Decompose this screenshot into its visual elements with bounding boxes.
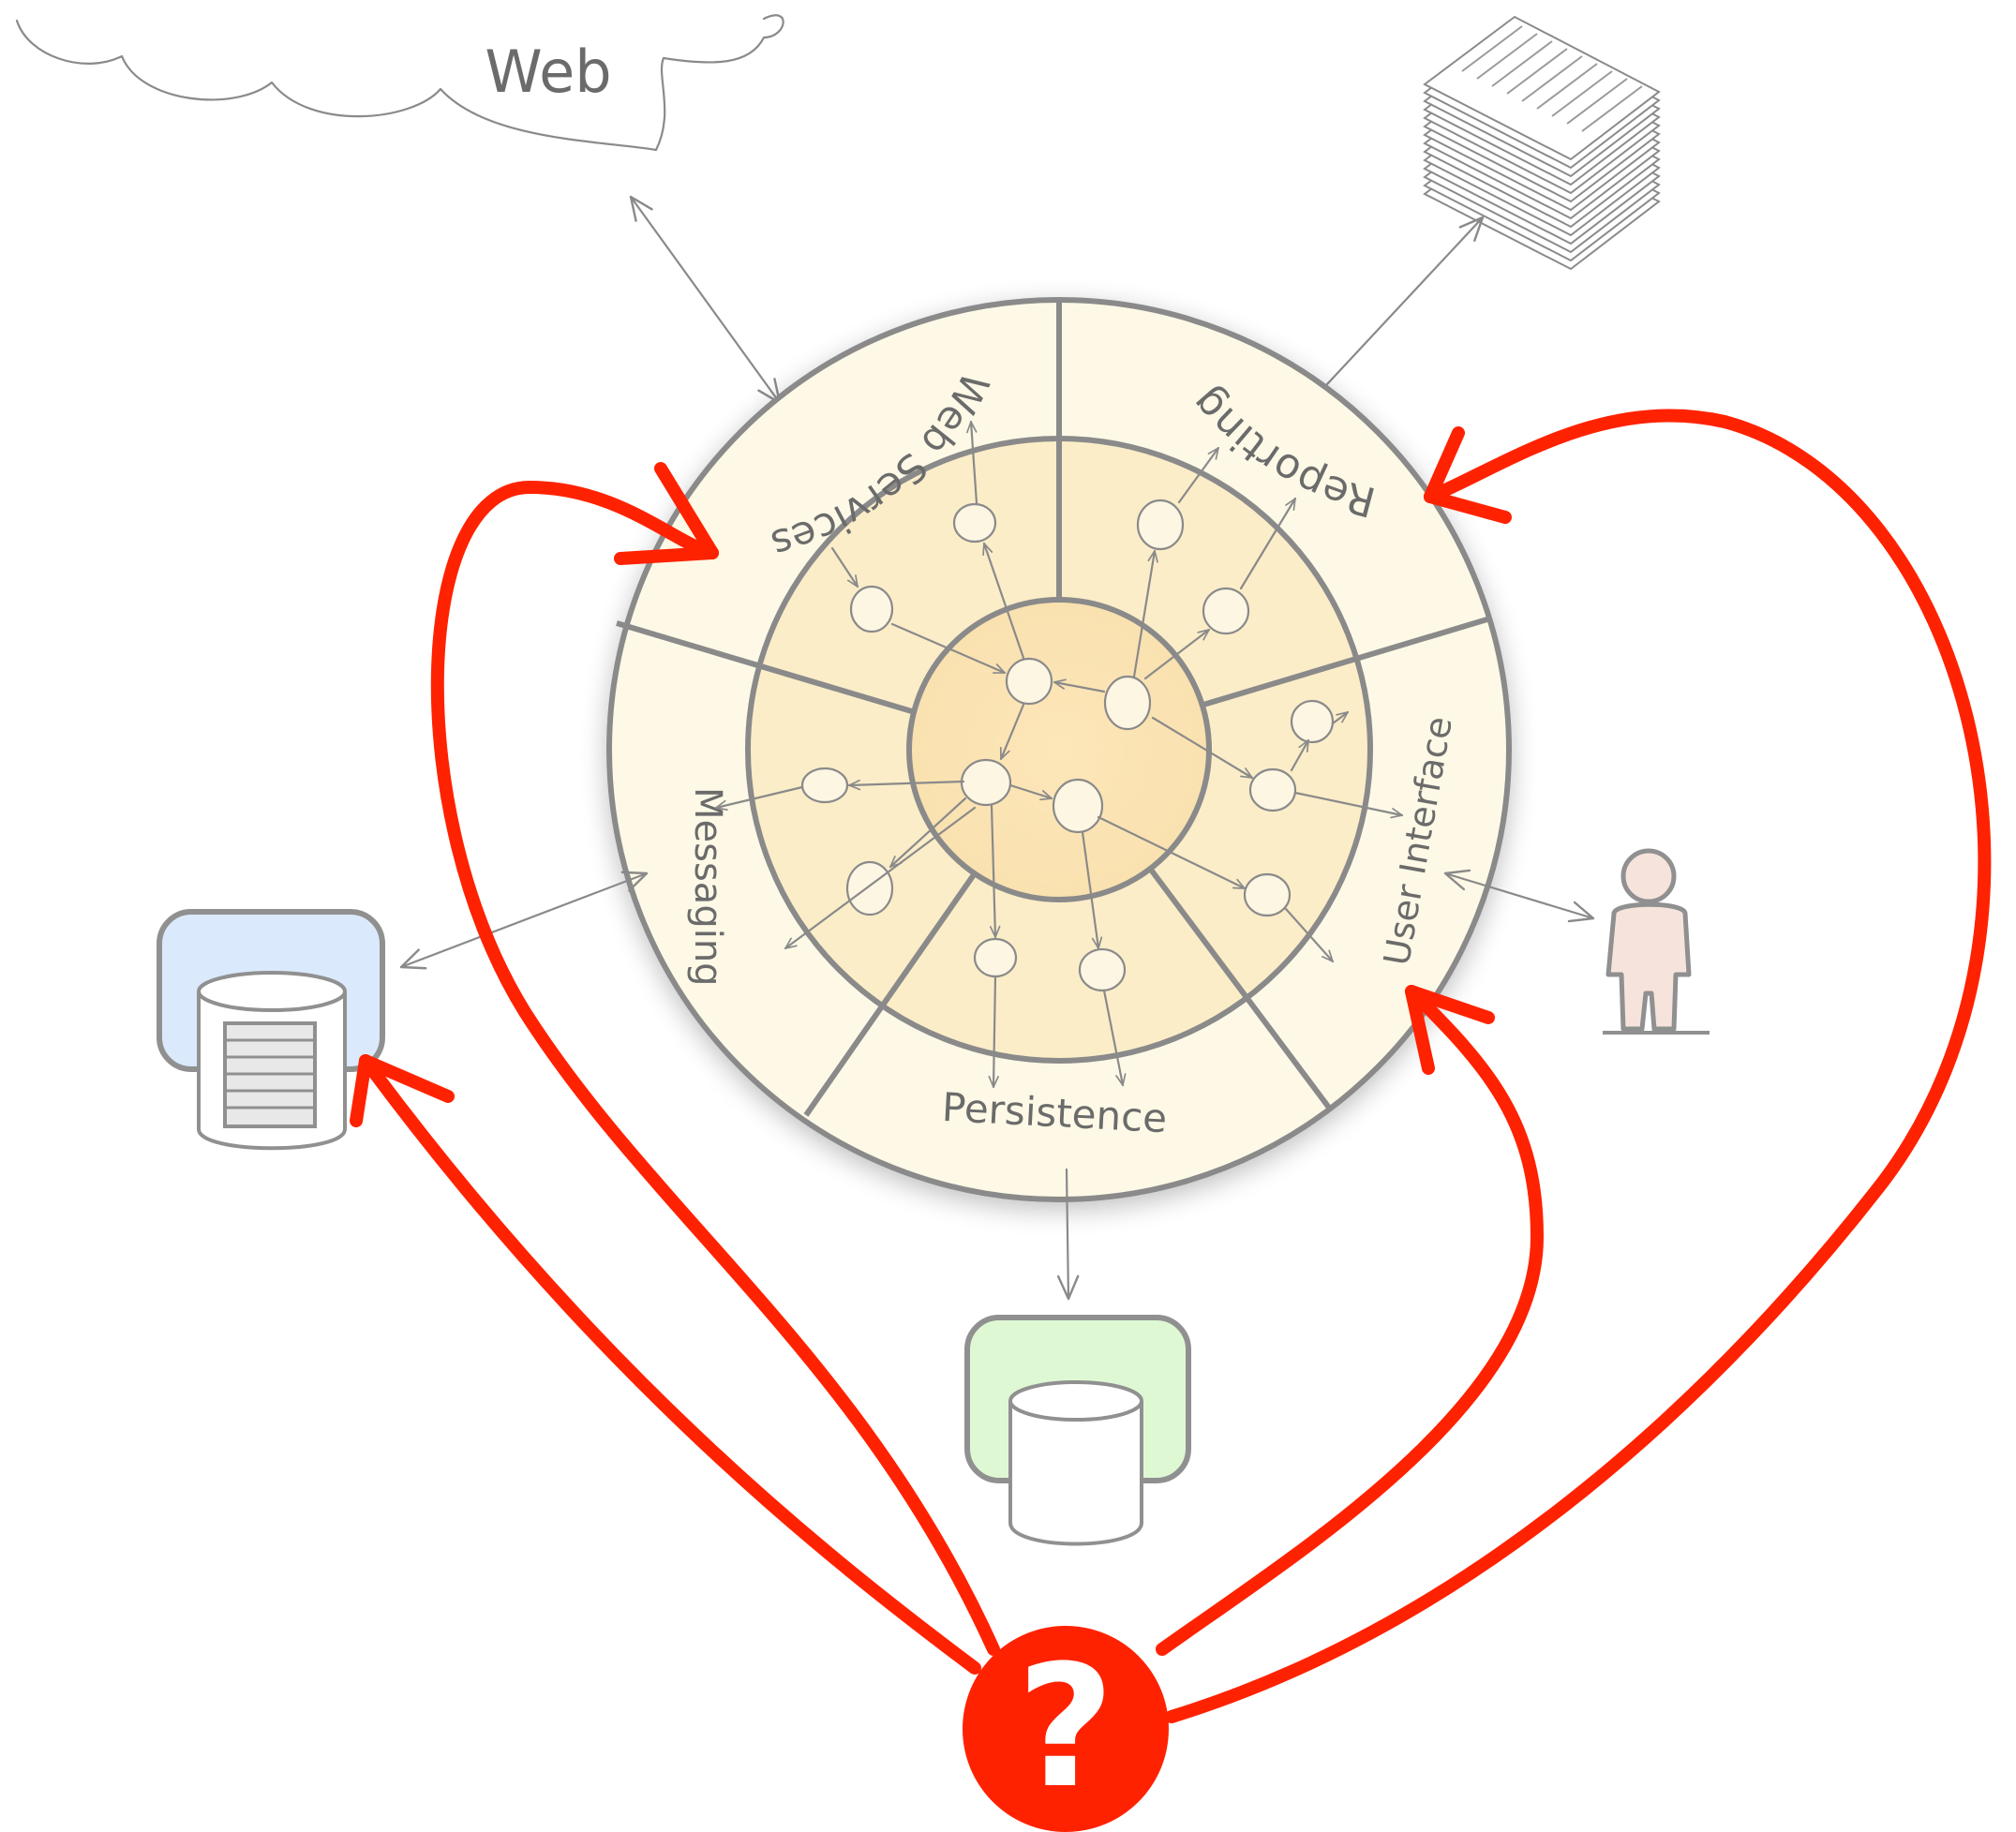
red-arrows <box>350 409 1992 1723</box>
ps-node-2 <box>1078 947 1127 992</box>
rp-node-2 <box>1202 587 1250 635</box>
web-link-arrow <box>629 195 782 405</box>
paper-text-line <box>1491 40 1553 87</box>
paper-sheet <box>1423 15 1661 161</box>
paper-text-line <box>1461 25 1523 72</box>
red-arrow-messaging <box>359 1054 981 1675</box>
paper-text-line <box>1536 63 1598 110</box>
msg-node-2 <box>845 860 894 916</box>
persistence-link-arrow <box>1056 1168 1080 1301</box>
ws-node-1 <box>952 502 997 544</box>
paper-text-line <box>1476 33 1538 80</box>
segment-dividers <box>616 300 1491 1117</box>
persistence-store <box>964 1315 1191 1546</box>
web-cloud: Web <box>15 14 784 152</box>
core-node-1 <box>1005 657 1053 706</box>
ui-link-arrow <box>1443 869 1595 923</box>
paper-text-line <box>1506 48 1568 95</box>
inner-nodes <box>800 499 1335 992</box>
rp-node-1 <box>1136 499 1185 551</box>
ui-node-1 <box>1290 699 1335 744</box>
question-badge[interactable]: ? <box>963 1626 1169 1832</box>
reporting-link-arrow <box>1325 216 1485 386</box>
paper-text-line <box>1551 70 1613 117</box>
core-node-2 <box>1103 675 1152 731</box>
paper-text-line <box>1581 85 1643 132</box>
ui-node-3 <box>1243 872 1292 917</box>
red-arrow-reporting <box>1165 409 1992 1723</box>
red-arrow-web-services <box>430 481 1000 1656</box>
ps-node-1 <box>973 937 1018 978</box>
messaging-store <box>157 909 385 1151</box>
question-mark: ? <box>1017 1630 1114 1825</box>
dependency-arrows <box>714 420 1404 1089</box>
core-node-4 <box>1052 778 1104 834</box>
person-icon <box>1603 848 1710 1035</box>
core-node-3 <box>960 758 1012 807</box>
web-label: Web <box>485 37 611 106</box>
paper-text-line <box>1566 78 1628 125</box>
paper-stack-icon <box>1423 15 1661 271</box>
cloud-icon <box>15 14 784 152</box>
database-queue-icon <box>197 971 347 1151</box>
messaging-label: Messaging <box>686 787 729 987</box>
paper-text-line <box>1521 55 1583 102</box>
ws-node-2 <box>849 585 894 633</box>
messaging-link-arrow <box>399 871 649 970</box>
ui-node-2 <box>1248 767 1297 812</box>
question-badge-icon[interactable] <box>963 1626 1169 1832</box>
red-arrow-user-interface <box>1156 985 1544 1656</box>
msg-node-1 <box>800 767 849 804</box>
database-icon <box>1008 1380 1143 1546</box>
core-ring <box>906 597 1212 902</box>
